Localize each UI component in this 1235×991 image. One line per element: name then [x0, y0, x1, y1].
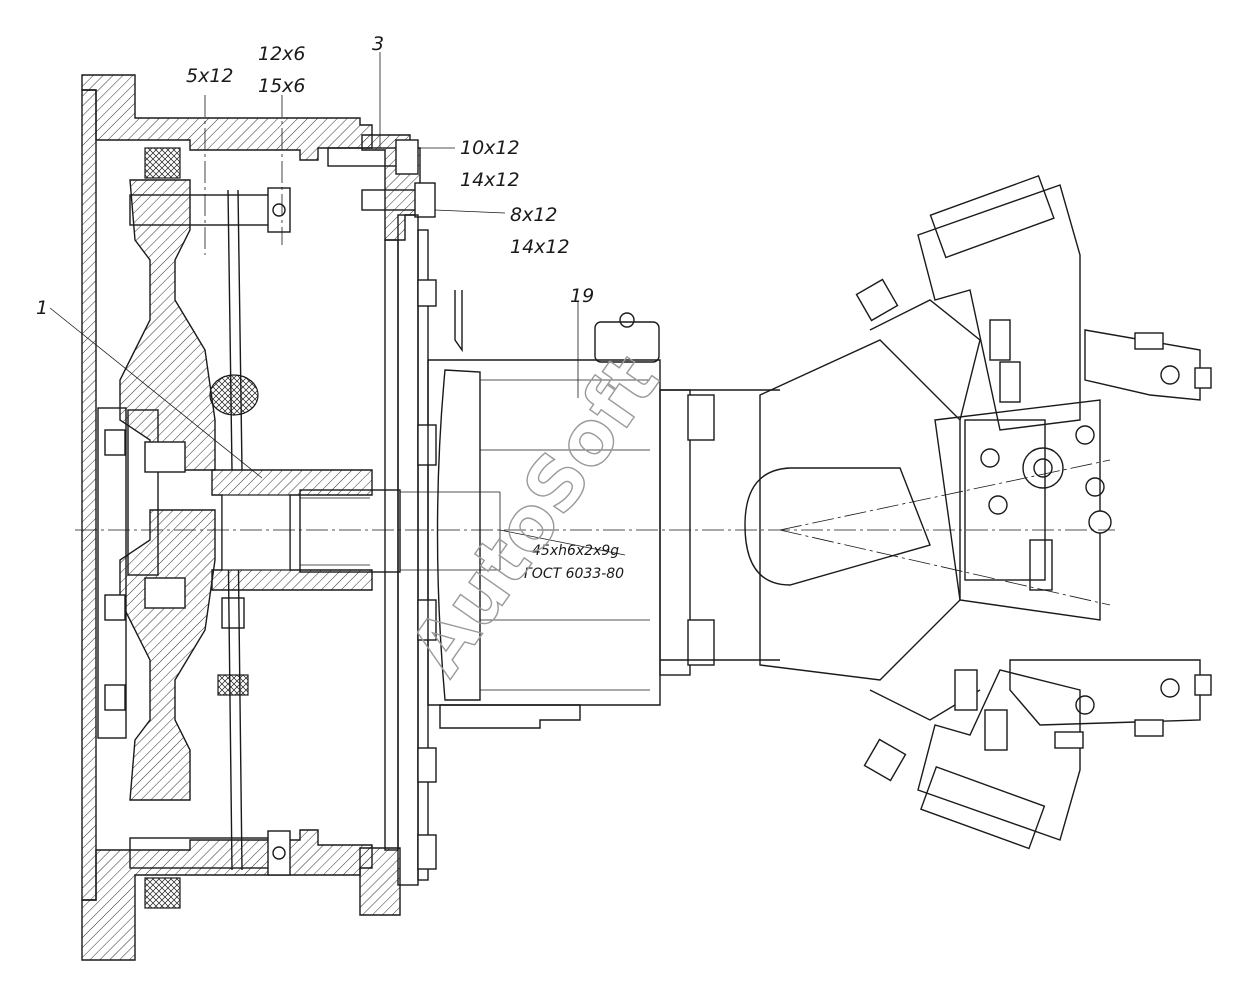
- flywheel: [97, 147, 216, 909]
- motor-axis: [779, 459, 1111, 531]
- bolt-3: [327, 139, 419, 175]
- flywheel-housing: [81, 74, 421, 961]
- upper-valve-block: [917, 174, 1212, 431]
- bolt-8x12: [361, 182, 436, 218]
- label-12x6: 12x6: [258, 43, 306, 65]
- bolt-lower: [129, 830, 291, 876]
- label-pos-19: 19: [570, 285, 594, 307]
- label-14x12-a: 14x12: [460, 169, 520, 191]
- label-10x12: 10x12: [460, 137, 520, 159]
- pump-19: [427, 290, 780, 729]
- bolt-upper-5x12: [129, 187, 291, 233]
- label-8x12: 8x12: [510, 204, 558, 226]
- leader-lines: [49, 52, 626, 571]
- watermark: AutoSoft: [394, 340, 675, 691]
- label-pos-3: 3: [372, 33, 384, 55]
- adapter-plate: [384, 214, 437, 886]
- label-15x6: 15x6: [258, 75, 306, 97]
- lower-valve-block: [917, 659, 1212, 850]
- label-spline-standard: ГОСТ 6033-80: [524, 566, 624, 582]
- label-5x12: 5x12: [186, 65, 234, 87]
- motor-axis-2: [779, 529, 1111, 606]
- hub-1: [211, 469, 401, 591]
- bolt-center-upper: [104, 429, 186, 711]
- label-14x12-b: 14x12: [510, 236, 570, 258]
- label-spline-spec: 45xh6x2x9g: [532, 543, 619, 559]
- angled-motor: [744, 278, 1112, 782]
- label-pos-1: 1: [36, 297, 48, 319]
